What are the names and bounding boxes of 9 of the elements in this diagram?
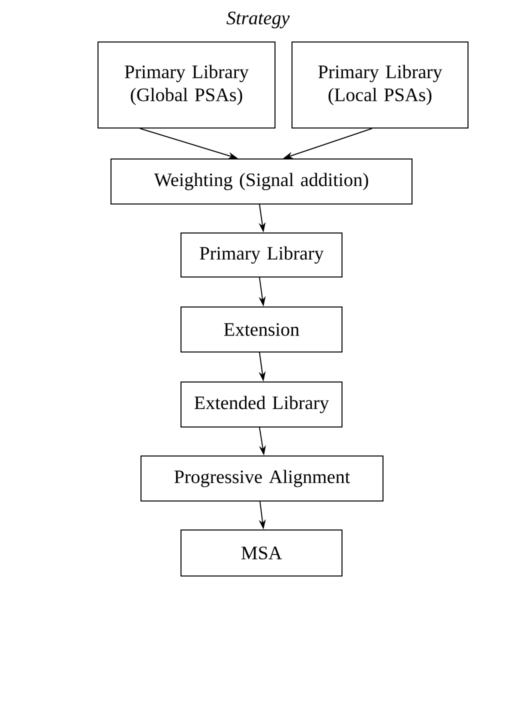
process-box: Primary Library (Global PSAs) [98,42,276,128]
process-box: Primary Library [180,232,342,278]
process-box: Weighting (Signal addition) [110,158,412,204]
process-box: Extended Library [180,382,342,428]
process-box: Primary Library (Local PSAs) [292,42,468,128]
process-box: MSA [180,530,342,576]
title: Strategy [226,12,290,28]
process-box: Progressive Alignment [140,456,384,502]
process-box: Extension [180,306,342,352]
